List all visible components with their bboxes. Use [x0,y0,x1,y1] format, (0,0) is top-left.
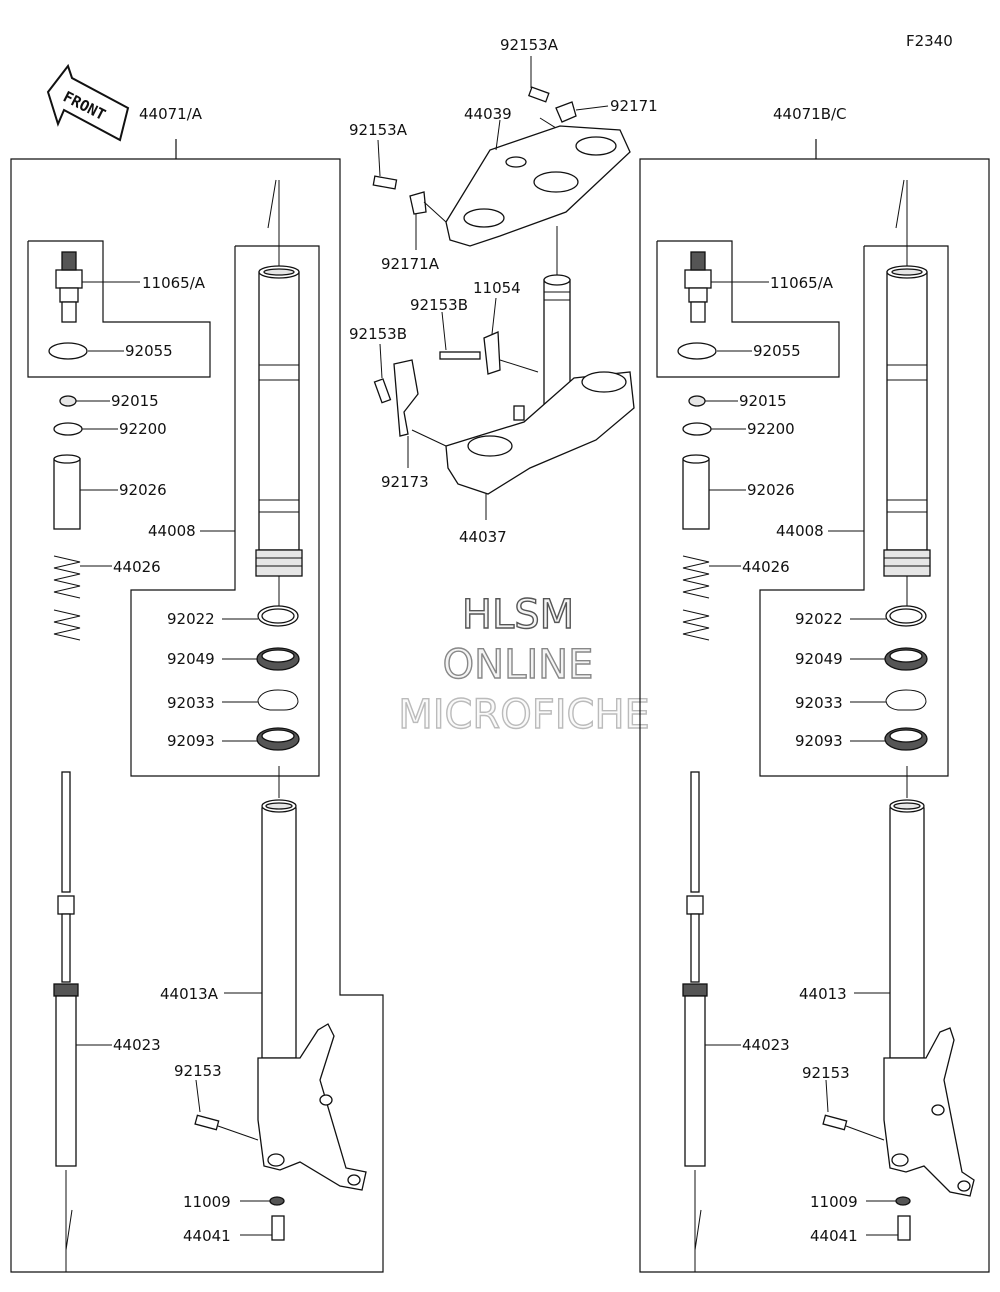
right-spring-icon [682,555,710,641]
label-92153a-top: 92153A [500,36,559,54]
label-right-92026: 92026 [747,481,795,499]
label-right-44041: 44041 [810,1227,858,1245]
label-92153b-b: 92153B [349,325,407,343]
label-right-92055: 92055 [753,342,801,360]
watermark-line2: ONLINE [443,642,594,688]
label-92171: 92171 [610,97,658,115]
left-fork-assembly [10,139,384,1273]
label-92153a-left: 92153A [349,121,408,139]
label-left-44041: 44041 [183,1227,231,1245]
watermark-line1: HLSM [462,592,574,638]
label-right-44023: 44023 [742,1036,790,1054]
steering-stem-assembly [372,56,635,520]
label-left-92153: 92153 [174,1062,222,1080]
label-right-44008: 44008 [776,522,824,540]
label-44037: 44037 [459,528,507,546]
label-left-44026: 44026 [113,558,161,576]
diagram-code: F2340 [906,32,953,50]
label-right-92049: 92049 [795,650,843,668]
left-spring-icon [53,555,81,641]
label-right-11009: 11009 [810,1193,858,1211]
label-left-92026: 92026 [119,481,167,499]
label-right-44026: 44026 [742,558,790,576]
label-left-92049: 92049 [167,650,215,668]
label-right-92153: 92153 [802,1064,850,1082]
label-left-44013a: 44013A [160,985,219,1003]
label-11054: 11054 [473,279,521,297]
label-92153b-a: 92153B [410,296,468,314]
label-left-92200: 92200 [119,420,167,438]
right-fork-assembly [639,139,990,1273]
watermark-line3: MICROFICHE [398,692,650,738]
label-left-44023: 44023 [113,1036,161,1054]
label-44071-bc: 44071B/C [773,105,847,123]
label-left-92015: 92015 [111,392,159,410]
label-right-92033: 92033 [795,694,843,712]
label-92171a: 92171A [381,255,440,273]
label-left-92093: 92093 [167,732,215,750]
label-left-11065-a: 11065/A [142,274,206,292]
label-right-92093: 92093 [795,732,843,750]
front-arrow-icon: FRONT [46,63,130,142]
label-44071-a: 44071/A [139,105,203,123]
label-left-92033: 92033 [167,694,215,712]
label-right-11065-a: 11065/A [770,274,834,292]
label-left-92055: 92055 [125,342,173,360]
label-left-92022: 92022 [167,610,215,628]
label-right-92022: 92022 [795,610,843,628]
label-left-44008: 44008 [148,522,196,540]
label-left-11009: 11009 [183,1193,231,1211]
watermark: HLSM ONLINE MICROFICHE [397,591,650,738]
label-right-44013: 44013 [799,985,847,1003]
label-right-92200: 92200 [747,420,795,438]
label-44039: 44039 [464,105,512,123]
label-right-92015: 92015 [739,392,787,410]
label-92173: 92173 [381,473,429,491]
